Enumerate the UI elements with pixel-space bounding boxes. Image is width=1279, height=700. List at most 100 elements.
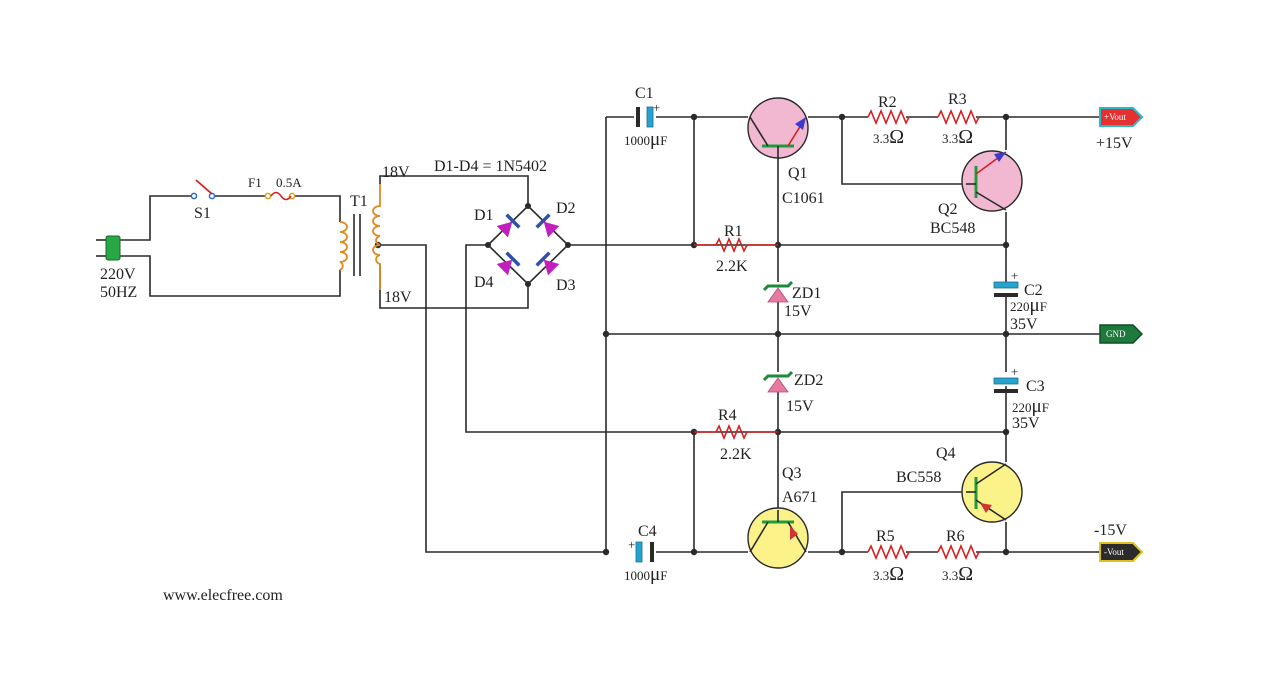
- diode-d1-label: D1: [474, 207, 494, 224]
- c2-value-mu: μ: [1030, 295, 1040, 316]
- r3-value-unit: Ω: [958, 126, 973, 148]
- r1-value-label: 2.2K: [716, 258, 748, 275]
- resistor-r2: [867, 108, 910, 126]
- secondary-bottom-label: 18V: [384, 289, 412, 306]
- vout-positive-voltage: +15V: [1096, 135, 1133, 152]
- r3-name-label: R3: [948, 91, 967, 108]
- c1-value-mu: μ: [650, 129, 660, 150]
- transistor-q3: [747, 507, 809, 569]
- fuse-label: F1: [248, 175, 262, 190]
- c3-voltage-label: 35V: [1012, 415, 1040, 432]
- c4-name-label: C4: [638, 523, 657, 540]
- r2-value-unit: Ω: [889, 126, 904, 148]
- transistor-q2: [961, 150, 1023, 212]
- output-tag-negative: -Vout: [1099, 542, 1144, 562]
- transformer-t1: [339, 184, 381, 290]
- bridge-rectifier: [486, 204, 570, 286]
- q3-name-label: Q3: [782, 465, 802, 482]
- resistor-r6: [937, 543, 980, 561]
- switch-label: S1: [194, 205, 211, 222]
- r6-value-number: 3.3: [942, 568, 958, 583]
- zener-zd2: [762, 370, 794, 393]
- resistor-r4: [694, 423, 778, 441]
- c3-name-label: C3: [1026, 378, 1045, 395]
- c2-name-label: C2: [1024, 282, 1043, 299]
- r3-value-label: 3.3Ω: [942, 126, 973, 148]
- c2-plus-sign: +: [1011, 268, 1018, 283]
- q1-name-label: Q1: [788, 165, 808, 182]
- q1-part-label: C1061: [782, 190, 825, 207]
- r2-name-label: R2: [878, 94, 897, 111]
- mains-voltage-label: 220V: [100, 266, 136, 283]
- q2-part-label: BC548: [930, 220, 975, 237]
- r6-value-unit: Ω: [958, 563, 973, 585]
- diode-d4-label: D4: [474, 274, 494, 291]
- q3-part-label: A671: [782, 489, 818, 506]
- c1-plus-sign: +: [653, 100, 660, 115]
- q4-name-label: Q4: [936, 445, 956, 462]
- c1-value-unit: F: [660, 133, 667, 148]
- secondary-top-label: 18V: [382, 164, 410, 181]
- mains-frequency-label: 50HZ: [100, 284, 137, 301]
- r5-name-label: R5: [876, 528, 895, 545]
- zd2-value-label: 15V: [786, 398, 814, 415]
- diode-d3-label: D3: [556, 277, 576, 294]
- r6-value-label: 3.3Ω: [942, 563, 973, 585]
- c2-value-number: 220: [1010, 299, 1030, 314]
- r1-name-label: R1: [724, 223, 743, 240]
- c3-value-number: 220: [1012, 400, 1032, 415]
- wires: [120, 116, 1100, 553]
- r4-name-label: R4: [718, 407, 737, 424]
- r2-value-number: 3.3: [873, 131, 889, 146]
- c4-plus-sign: +: [628, 537, 635, 552]
- diode-d2-label: D2: [556, 200, 576, 217]
- c3-value-mu: μ: [1032, 396, 1042, 417]
- mains-plug: [96, 235, 121, 261]
- r6-name-label: R6: [946, 528, 965, 545]
- r5-value-unit: Ω: [889, 563, 904, 585]
- c4-value-label: 1000μF: [624, 564, 667, 585]
- transistor-q4: [961, 461, 1023, 523]
- capacitor-c4: +: [628, 537, 654, 563]
- r4-value-label: 2.2K: [720, 446, 752, 463]
- output-tag-positive: +Vout: [1099, 107, 1144, 127]
- zd1-name-label: ZD1: [792, 285, 821, 302]
- zener-zd1: [762, 280, 794, 303]
- switch-s1: [190, 179, 216, 200]
- zd1-value-label: 15V: [784, 303, 812, 320]
- r5-value-number: 3.3: [873, 568, 889, 583]
- c2-voltage-label: 35V: [1010, 316, 1038, 333]
- c3-plus-sign: +: [1011, 364, 1018, 379]
- website-credit: www.elecfree.com: [163, 587, 283, 604]
- c1-name-label: C1: [635, 85, 654, 102]
- transistor-q1: [747, 97, 809, 159]
- vout-positive-tag-label: +Vout: [1104, 112, 1126, 122]
- fuse-f1: [264, 191, 296, 201]
- bridge-title: D1-D4 = 1N5402: [434, 158, 547, 175]
- resistor-r3: [937, 108, 980, 126]
- c1-value-number: 1000: [624, 133, 650, 148]
- capacitor-c3: +: [993, 364, 1019, 393]
- resistor-r5: [867, 543, 910, 561]
- c3-value-unit: F: [1042, 400, 1049, 415]
- gnd-tag-label: GND: [1106, 329, 1126, 339]
- vout-negative-tag-label: -Vout: [1104, 547, 1124, 557]
- zd2-name-label: ZD2: [794, 372, 823, 389]
- q2-name-label: Q2: [938, 201, 958, 218]
- c2-value-unit: F: [1040, 299, 1047, 314]
- capacitor-c2: +: [993, 268, 1019, 297]
- c4-value-number: 1000: [624, 568, 650, 583]
- c3-value-label: 220μF: [1012, 396, 1049, 417]
- c4-value-unit: F: [660, 568, 667, 583]
- output-tag-gnd: GND: [1099, 324, 1144, 344]
- resistor-r1: [694, 236, 778, 254]
- r5-value-label: 3.3Ω: [873, 563, 904, 585]
- c4-value-mu: μ: [650, 564, 660, 585]
- r2-value-label: 3.3Ω: [873, 126, 904, 148]
- capacitor-c1: +: [636, 100, 660, 128]
- c2-value-label: 220μF: [1010, 295, 1047, 316]
- vout-negative-voltage: -15V: [1094, 522, 1127, 539]
- fuse-rating-label: 0.5A: [276, 175, 302, 190]
- q4-part-label: BC558: [896, 469, 941, 486]
